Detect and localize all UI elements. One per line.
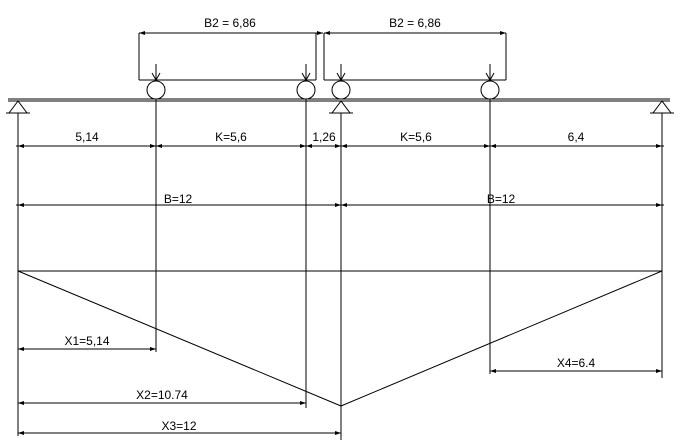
label-seg-5: 6,4 — [568, 130, 585, 144]
label-x4: X4=6.4 — [557, 356, 596, 370]
extension-lines — [17, 99, 663, 440]
label-x3: X3=12 — [161, 419, 196, 433]
support-middle — [329, 100, 353, 114]
dimension-x1 — [18, 347, 156, 351]
label-crane-right: B2 = 6,86 — [389, 16, 441, 30]
label-x1: X1=5,14 — [64, 334, 109, 348]
wheel-1 — [146, 80, 166, 100]
load-arrow-2 — [301, 64, 311, 82]
dimension-x3 — [18, 431, 341, 435]
label-seg-1: 5,14 — [75, 130, 99, 144]
support-right — [650, 100, 674, 114]
influence-line — [17, 270, 663, 407]
load-arrow-1 — [151, 64, 161, 82]
wheel-3 — [331, 80, 351, 100]
crane-frame-right — [323, 31, 507, 81]
dimension-line-spans — [16, 203, 664, 207]
label-span-left: B=12 — [164, 192, 193, 206]
dimension-line-segments — [16, 144, 664, 148]
label-span-right: B=12 — [487, 192, 516, 206]
wheel-4 — [480, 80, 500, 100]
label-seg-4: K=5,6 — [400, 130, 432, 144]
label-seg-2: K=5,6 — [215, 130, 247, 144]
label-x2: X2=10.74 — [136, 388, 188, 402]
load-arrow-3 — [336, 64, 346, 82]
crane-frame-left — [138, 31, 323, 81]
wheel-2 — [296, 80, 316, 100]
load-arrow-4 — [485, 64, 495, 82]
dimension-x2 — [18, 401, 306, 405]
dimension-x4 — [490, 369, 662, 373]
support-left — [6, 100, 30, 114]
label-crane-left: B2 = 6,86 — [204, 16, 256, 30]
label-seg-3: 1,26 — [312, 130, 336, 144]
